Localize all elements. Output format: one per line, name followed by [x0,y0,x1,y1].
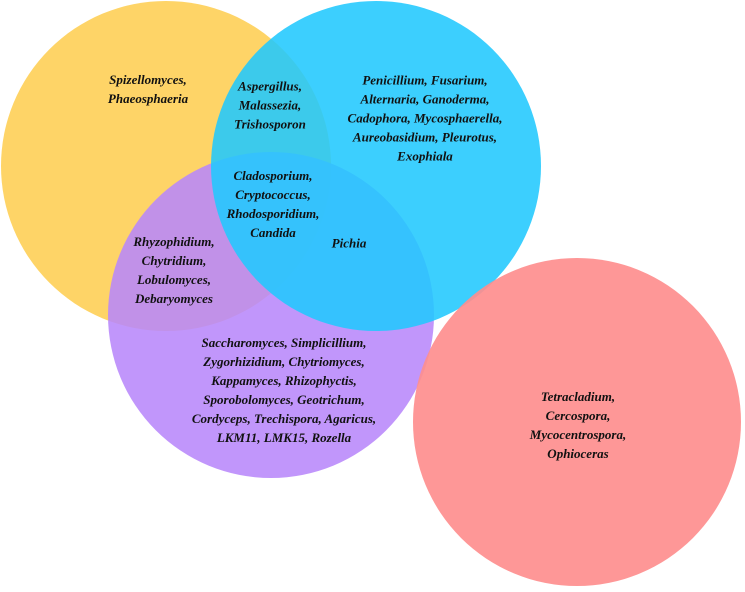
genus-line: Pichia [331,235,367,251]
genus-line: Lobulomyces, [136,272,211,287]
genus-line: Aureobasidium, Pleurotus, [352,129,498,145]
blue-set-circle [211,1,541,331]
genus-line: Rhyzophidium, [133,234,215,249]
yellow-purple-overlap-label: Rhyzophidium, Chytridium, Lobulomyces, Deba… [133,232,214,308]
genus-line: Malassezia, [238,97,302,113]
genus-line: Penicillium, Fusarium, [362,72,488,88]
genus-line: Tetracladium, [540,389,616,404]
genus-line: Mycocentrospora, [529,427,627,442]
genus-line: Alternaria, Ganoderma, [360,91,490,107]
yellow-blue-overlap-label: Aspergillus, Malassezia, Trishosporon [234,77,306,134]
genus-line: Debaryomyces [135,291,213,306]
genus-line: Candida [250,225,296,240]
genus-line: Ophioceras [547,446,609,461]
genus-line: Chytridium, [141,253,207,268]
genus-line: Zygorhizidium, Chytriomyces, [203,354,365,369]
genus-line: Sporobolomyces, Geotrichum, [203,392,365,407]
genus-line: Cladosporium, [233,168,313,183]
genus-line: Spizellomyces, [109,72,187,87]
all-three-overlap-label: Cladosporium, Cryptococcus, Rhodosporidium… [227,166,320,242]
genus-line: Cryptococcus, [235,187,311,202]
genus-line: Phaeosphaeria [107,91,189,106]
genus-line: Aspergillus, [238,78,302,94]
genus-line: Saccharomyces, Simplicillium, [201,335,367,350]
red-set-circle [413,258,741,586]
genus-line: Trishosporon [234,116,306,132]
blue-only-label: Penicillium, Fusarium, Alternaria, Ganode… [348,71,503,166]
genus-line: Cadophora, Mycosphaerella, [347,110,503,126]
genus-line: Rhodosporidium, [226,206,320,221]
genus-line: Cercospora, [545,408,611,423]
genus-line: Kappamyces, Rhizophyctis, [211,373,357,388]
genus-line: Cordyceps, Trechispora, Agaricus, [191,411,377,426]
blue-purple-overlap-label: Pichia [332,234,367,253]
genus-line: LKM11, LMK15, Rozella [216,430,352,445]
purple-only-label: Saccharomyces, Simplicillium, Zygorhizidi… [192,333,376,447]
yellow-only-label: Spizellomyces, Phaeosphaeria [108,70,188,108]
genus-line: Exophiala [397,148,453,164]
red-only-label: Tetracladium, Cercospora, Mycocentrospora,… [530,387,626,463]
